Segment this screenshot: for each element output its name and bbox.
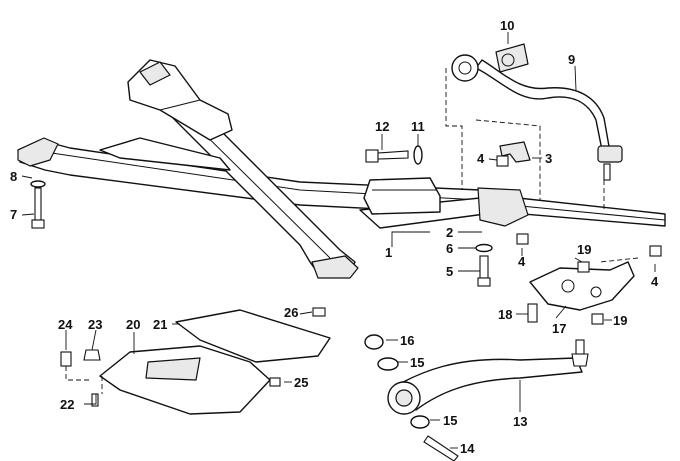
callout-4: 4 [477, 151, 485, 166]
callout-25: 25 [294, 375, 308, 390]
callout-10: 10 [500, 18, 514, 33]
callout-4-c: 4 [651, 274, 659, 289]
callout-26: 26 [284, 305, 298, 320]
callout-5: 5 [446, 264, 453, 279]
callout-17: 17 [552, 321, 566, 336]
callout-14: 14 [460, 441, 475, 456]
callout-21: 21 [153, 317, 167, 332]
callout-19-a: 19 [577, 242, 591, 257]
callout-2: 2 [446, 225, 453, 240]
nuts [496, 155, 662, 257]
callout-24: 24 [58, 317, 73, 332]
callout-19-b: 19 [613, 313, 627, 328]
callout-15-a: 15 [410, 355, 424, 370]
leader-lines [21, 32, 656, 449]
stabilizer-bar [451, 54, 623, 181]
callout-15-b: 15 [443, 413, 457, 428]
callout-23: 23 [88, 317, 102, 332]
callout-18: 18 [498, 307, 512, 322]
callout-7: 7 [10, 207, 17, 222]
callout-20: 20 [126, 317, 140, 332]
side-bolt [30, 180, 46, 229]
assembly-lines [65, 68, 639, 394]
callout-6: 6 [446, 241, 453, 256]
bolt-and-washer [365, 145, 423, 165]
callout-12: 12 [375, 119, 389, 134]
control-arm-bracket [527, 261, 635, 325]
mount-bolt [475, 243, 493, 287]
front-axle-carrier [17, 59, 666, 279]
control-arm [364, 334, 589, 461]
callout-labels: 10 9 12 11 4 3 8 7 2 1 6 4 19 4 5 18 17 … [10, 18, 659, 456]
callout-1: 1 [385, 245, 392, 260]
callout-11: 11 [411, 119, 425, 134]
rubber-mount [495, 43, 529, 73]
callout-13: 13 [513, 414, 527, 429]
callout-9: 9 [568, 52, 575, 67]
callout-22: 22 [60, 397, 74, 412]
callout-16: 16 [400, 333, 414, 348]
callout-3: 3 [545, 151, 552, 166]
under-guard-plates [60, 307, 331, 415]
callout-8: 8 [10, 169, 17, 184]
callout-4-b: 4 [518, 254, 526, 269]
